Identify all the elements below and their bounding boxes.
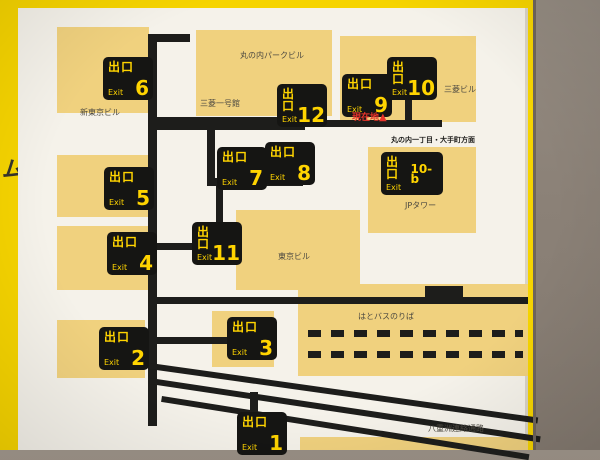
exit-latin-label: Exit	[270, 173, 286, 182]
exit-kanji-label: 出口	[108, 60, 135, 74]
exit-number: 9	[374, 93, 388, 117]
current-location-label: 現在地	[352, 113, 380, 123]
exit-kanji-label: 出口	[282, 87, 296, 113]
exit-latin-label: Exit	[347, 105, 363, 114]
exit-latin-label: Exit	[108, 88, 124, 97]
exit-kanji-label: 出口	[386, 155, 400, 181]
building-label: JPタワー	[405, 201, 437, 210]
structure-mark	[425, 286, 463, 298]
corridor-line	[148, 34, 190, 42]
corridor-line	[148, 297, 528, 304]
exit-latin-label: Exit	[197, 253, 213, 262]
building-label: 八重洲連絡通路	[428, 424, 484, 433]
exit-number: 10	[407, 76, 435, 100]
building-label: 東京ビル	[278, 252, 310, 261]
exit-kanji-label: 出口	[222, 150, 249, 164]
current-location-marker: 現在地▲	[352, 110, 387, 123]
exit-kanji-label: 出口	[242, 415, 269, 429]
exit-badge: 出口 Exit 9	[342, 74, 392, 117]
exit-latin-label: Exit	[112, 263, 128, 272]
bus-bay-dashes	[308, 330, 523, 337]
corridor-line	[207, 130, 215, 186]
building-label: 三菱ビル	[444, 85, 476, 94]
corridor-line	[300, 120, 442, 127]
exit-latin-label: Exit	[222, 178, 238, 187]
exit-kanji-label: 出口	[104, 330, 131, 344]
building-label: 丸の内パークビル	[240, 51, 304, 60]
exit-kanji-label: 出口	[232, 320, 259, 334]
corridor-line	[405, 82, 412, 121]
corridor-line	[155, 117, 305, 130]
building-block	[236, 210, 360, 290]
exit-kanji-label: 出口	[347, 77, 374, 91]
exit-badge: 出口 Exit 1	[237, 412, 287, 455]
exit-latin-label: Exit	[242, 443, 258, 452]
exit-number: 4	[139, 251, 153, 275]
exit-latin-label: Exit	[109, 198, 125, 207]
exit-latin-label: Exit	[232, 348, 248, 357]
exit-kanji-label: 出口	[392, 60, 406, 86]
current-location-arrow-icon: ▲	[379, 112, 387, 123]
exit-number: 3	[259, 336, 273, 360]
building-label: 新東京ビル	[80, 108, 120, 117]
exit-badge: 出口 Exit 5	[104, 167, 154, 210]
exit-badge: 出口 Exit 10-b	[381, 152, 443, 195]
corridor-line	[157, 337, 229, 344]
corridor-line	[157, 243, 195, 250]
exit-latin-label: Exit	[392, 88, 408, 97]
exit-badge: 出口 Exit 8	[265, 142, 315, 185]
exit-number: 1	[269, 431, 283, 455]
exit-number: 7	[249, 166, 263, 190]
exit-number: 6	[135, 76, 149, 100]
exit-latin-label: Exit	[386, 183, 402, 192]
exit-kanji-label: 出口	[112, 235, 139, 249]
exit-number: 10-b	[410, 161, 433, 186]
exit-badge: 出口 Exit 6	[103, 57, 153, 100]
wall-seam	[533, 0, 536, 450]
building-label: 三菱一号館	[200, 99, 240, 108]
exit-kanji-label: 出口	[109, 170, 136, 184]
exit-latin-label: Exit	[282, 115, 298, 124]
exit-badge: 出口 Exit 7	[217, 147, 267, 190]
exit-number: 2	[131, 346, 145, 370]
corridor-line	[148, 34, 157, 426]
corridor-line	[216, 186, 223, 226]
building-label: はとバスのりば	[358, 312, 414, 321]
direction-label: 丸の内一丁目・大手町方面	[391, 136, 475, 144]
exit-number: 12	[297, 103, 325, 127]
exit-latin-label: Exit	[104, 358, 120, 367]
exit-badge: 出口 Exit 2	[99, 327, 149, 370]
exit-number: 8	[297, 161, 311, 185]
exit-kanji-label: 出口	[270, 145, 297, 159]
exit-number: 5	[136, 186, 150, 210]
exit-badge: 出口 Exit 4	[107, 232, 157, 275]
exit-number: 11	[212, 241, 240, 265]
exit-badge: 出口 Exit 3	[227, 317, 277, 360]
bus-bay-dashes	[308, 351, 523, 358]
exit-kanji-label: 出口	[197, 225, 211, 251]
